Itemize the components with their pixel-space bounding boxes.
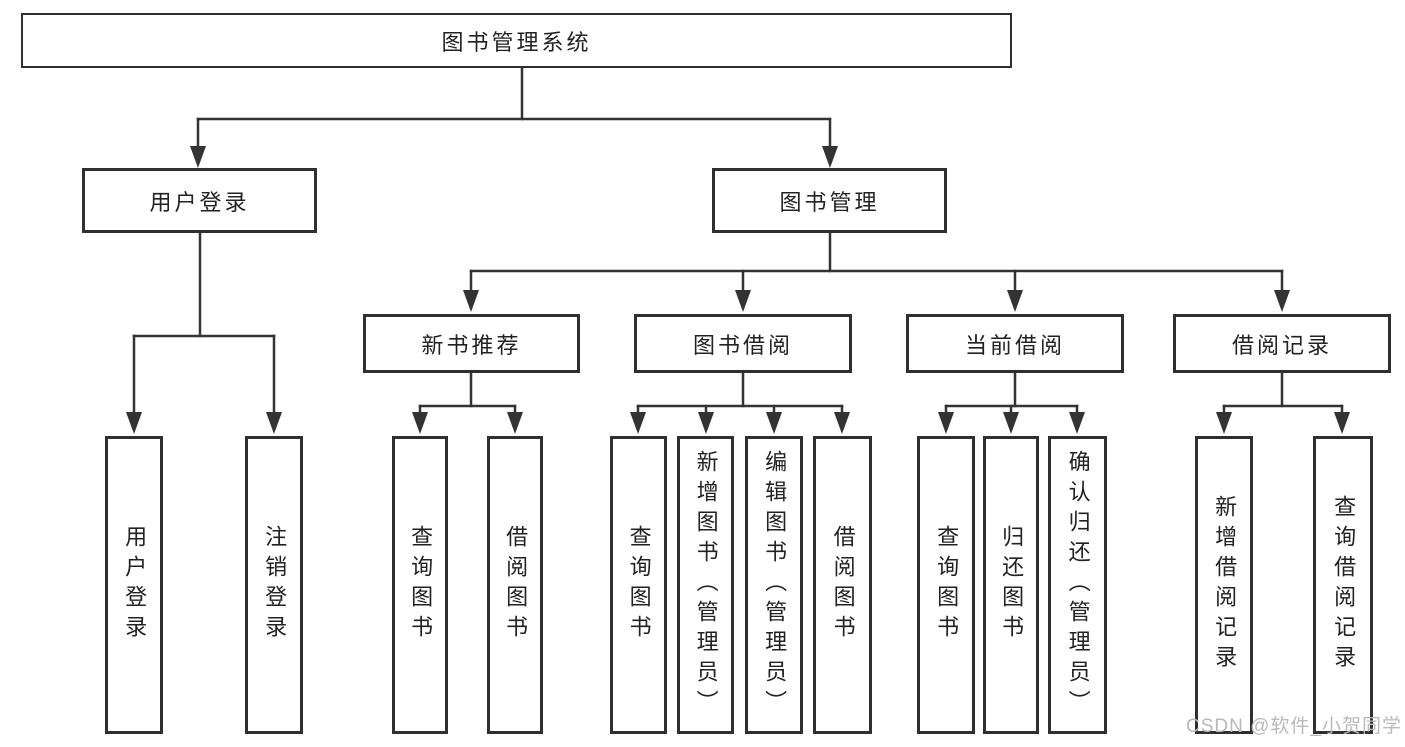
- node-label: 借阅记录: [1231, 332, 1332, 358]
- node-label: 确认归还（管理员）: [1065, 450, 1091, 720]
- leaf-confirm-return-admin: 确认归还（管理员）: [1048, 436, 1107, 734]
- node-borrowing-records: 借阅记录: [1173, 314, 1391, 373]
- node-label: 查询借阅记录: [1331, 495, 1357, 675]
- node-current-borrowing: 当前借阅: [906, 314, 1124, 373]
- node-book-borrowing: 图书借阅: [634, 314, 852, 373]
- node-book-management-branch: 图书管理: [712, 168, 947, 233]
- node-label: 图书管理系统: [441, 29, 592, 55]
- leaf-add-book-admin: 新增图书（管理员）: [677, 436, 734, 734]
- leaf-add-borrow-record: 新增借阅记录: [1195, 436, 1253, 734]
- leaf-borrow-books-recommend: 借阅图书: [487, 436, 543, 734]
- watermark-text: CSDN @软件_小贺同学: [1186, 716, 1402, 737]
- leaf-logout: 注销登录: [245, 436, 303, 734]
- leaf-query-borrow-record: 查询借阅记录: [1313, 436, 1373, 734]
- node-label: 编辑图书（管理员）: [762, 450, 788, 720]
- node-user-login-branch: 用户登录: [82, 168, 317, 233]
- leaf-return-book: 归还图书: [983, 436, 1039, 734]
- node-label: 查询图书: [408, 525, 434, 645]
- node-label: 图书借阅: [692, 332, 793, 358]
- leaf-edit-book-admin: 编辑图书（管理员）: [745, 436, 803, 734]
- node-label: 用户登录: [122, 525, 148, 645]
- node-label: 新增图书（管理员）: [693, 450, 719, 720]
- node-label: 查询图书: [934, 525, 960, 645]
- node-new-book-recommendation: 新书推荐: [363, 314, 580, 373]
- leaf-query-books-borrowing: 查询图书: [610, 436, 667, 734]
- node-label: 图书管理: [779, 189, 880, 215]
- node-library-management-system: 图书管理系统: [21, 13, 1012, 68]
- node-label: 用户登录: [149, 189, 250, 215]
- node-label: 当前借阅: [964, 332, 1065, 358]
- node-label: 注销登录: [262, 525, 288, 645]
- node-label: 查询图书: [626, 525, 652, 645]
- node-label: 新增借阅记录: [1212, 495, 1238, 675]
- node-label: 借阅图书: [830, 525, 856, 645]
- node-label: 新书推荐: [421, 332, 522, 358]
- leaf-query-books-recommend: 查询图书: [392, 436, 448, 734]
- node-label: 归还图书: [999, 525, 1025, 645]
- leaf-query-books-current: 查询图书: [917, 436, 975, 734]
- leaf-borrow-books-borrowing: 借阅图书: [813, 436, 872, 734]
- node-label: 借阅图书: [503, 525, 529, 645]
- leaf-user-login: 用户登录: [105, 436, 163, 734]
